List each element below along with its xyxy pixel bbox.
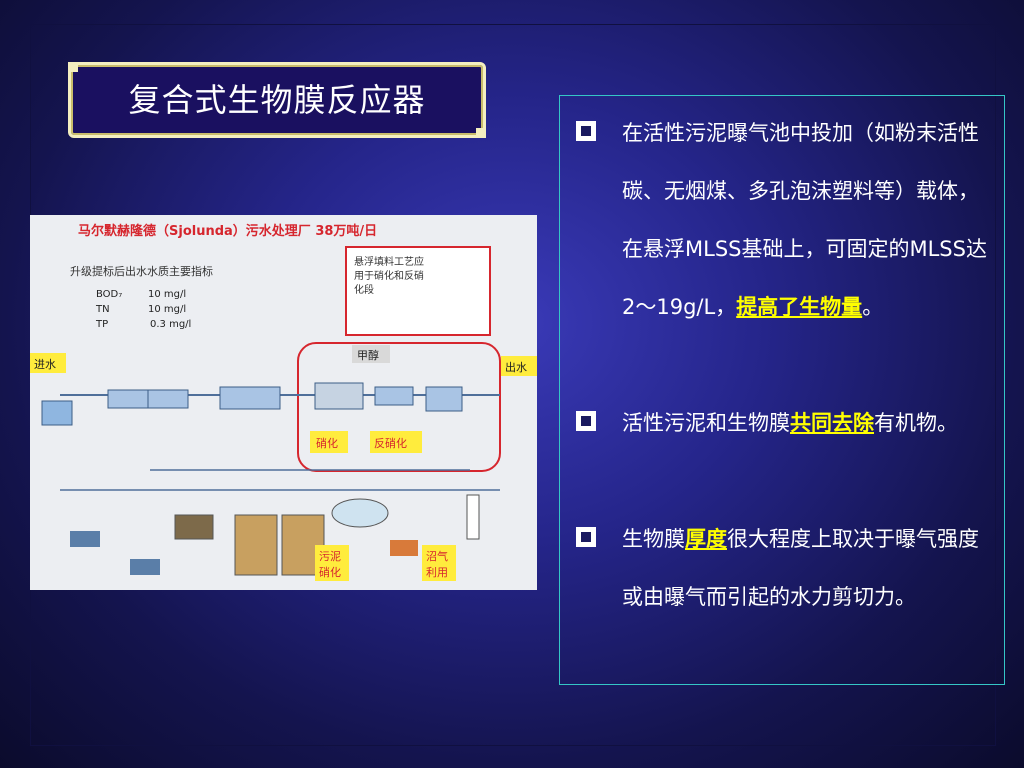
bullet-1-text: 在活性污泥曝气池中投加（如粉末活性碳、无烟煤、多孔泡沫塑料等）载体，在悬浮MLS…: [622, 104, 994, 336]
note-box: [345, 246, 491, 336]
spec-title: 升级提标后出水水质主要指标: [70, 264, 213, 278]
square-bullet-icon: [576, 527, 596, 547]
spec-name-1: BOD₇: [96, 289, 122, 300]
bullet-text-box: 在活性污泥曝气池中投加（如粉末活性碳、无烟煤、多孔泡沫塑料等）载体，在悬浮MLS…: [559, 95, 1005, 685]
denitrification-tag: [370, 431, 422, 453]
spec-value-2: 10 mg/l: [148, 304, 186, 315]
methanol-label: 甲醇: [357, 348, 379, 362]
bullet-1-highlight: 提高了生物量: [736, 295, 863, 319]
spec-value-1: 10 mg/l: [148, 289, 186, 300]
bullet-3: 生物膜厚度很大程度上取决于曝气强度或由曝气而引起的水力剪切力。: [576, 510, 994, 626]
bullet-2-highlight: 共同去除: [790, 411, 874, 435]
sludge-line-1: 污泥: [319, 550, 341, 563]
bullet-1-before: 在活性污泥曝气池中投加（如粉末活性碳、无烟煤、多孔泡沫塑料等）载体，在悬浮MLS…: [622, 121, 987, 319]
denitrification-label: 反硝化: [374, 436, 407, 450]
outlet-tag: [501, 356, 537, 376]
bullet-1: 在活性污泥曝气池中投加（如粉末活性碳、无烟煤、多孔泡沫塑料等）载体，在悬浮MLS…: [576, 104, 994, 336]
inlet-tag: [30, 353, 66, 373]
square-bullet-icon: [576, 121, 596, 141]
bullet-2-after: 有机物。: [874, 411, 958, 435]
bullet-2-before: 活性污泥和生物膜: [622, 411, 790, 435]
sludge-line-2: 硝化: [319, 565, 341, 579]
biofilm-stage-outline: [297, 342, 501, 472]
page-title: 复合式生物膜反应器: [128, 81, 426, 119]
bullet-3-after: 很大程度上取决于曝气强度或由曝气而引起的水力剪切力。: [622, 527, 979, 609]
spec-name-2: TN: [95, 304, 110, 315]
spec-name-3: TP: [95, 319, 108, 330]
square-bullet-icon: [576, 411, 596, 431]
spec-value-3: 0.3 mg/l: [150, 319, 191, 330]
note-line-1: 悬浮填料工艺应: [354, 255, 424, 268]
title-banner: 复合式生物膜反应器: [68, 62, 486, 138]
biogas-line-2: 利用: [426, 566, 448, 579]
biogas-tag: [422, 545, 456, 581]
methanol-tag: [352, 345, 390, 363]
bullet-3-highlight: 厚度: [685, 527, 727, 551]
sludge-tag: [315, 545, 349, 581]
bullet-3-before: 生物膜: [622, 527, 685, 551]
note-line-2: 用于硝化和反硝: [354, 269, 424, 282]
note-line-3: 化段: [354, 283, 374, 296]
inlet-label: 进水: [34, 358, 56, 371]
diagram-heading: 马尔默赫隆德（Sjolunda）污水处理厂 38万吨/日: [78, 223, 377, 239]
nitrification-label: 硝化: [316, 436, 338, 450]
bullet-3-text: 生物膜厚度很大程度上取决于曝气强度或由曝气而引起的水力剪切力。: [622, 510, 994, 626]
process-diagram: 马尔默赫隆德（Sjolunda）污水处理厂 38万吨/日 升级提标后出水水质主要…: [30, 215, 537, 590]
biogas-line-1: 沼气: [426, 549, 448, 563]
bullet-1-after: 。: [862, 295, 884, 319]
outlet-label: 出水: [505, 360, 527, 374]
nitrification-tag: [310, 431, 348, 453]
bullet-2-text: 活性污泥和生物膜共同去除有机物。: [622, 394, 994, 452]
bullet-2: 活性污泥和生物膜共同去除有机物。: [576, 394, 994, 452]
